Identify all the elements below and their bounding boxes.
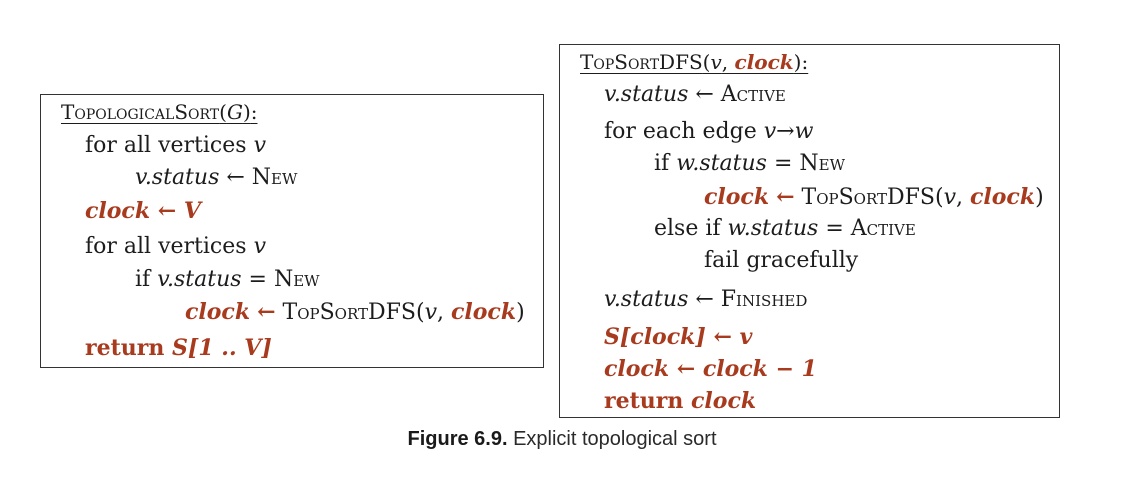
keyword-text: for all vertices <box>85 133 247 158</box>
variable: clock <box>691 388 757 414</box>
variable: v <box>739 324 753 350</box>
figure-caption: Figure 6.9. Explicit topological sort <box>0 428 1124 451</box>
variable: w.status <box>727 216 819 241</box>
procedure-call: TopSortDFS <box>801 185 935 210</box>
algorithm-title: TopSortDFS(v, clock): <box>580 50 809 74</box>
code-line: clock ← TopSortDFS(v, clock) <box>704 184 1044 210</box>
keyword-text: if <box>135 267 151 292</box>
variable: v <box>943 185 956 210</box>
code-line-highlighted: return S[1 .. V] <box>85 335 272 361</box>
assign-arrow: ← <box>157 198 177 224</box>
code-line: clock ← TopSortDFS(v, clock) <box>185 299 525 325</box>
code-line-highlighted: clock ← V <box>85 198 201 224</box>
assign-arrow: ← <box>226 165 245 190</box>
variable: clock <box>85 198 151 224</box>
code-line: v.status ← Finished <box>604 287 807 313</box>
assign-arrow: ← <box>776 184 795 210</box>
variable: S[clock] <box>604 324 706 350</box>
expression: clock − 1 <box>702 356 817 382</box>
return-value: S[1 .. V] <box>172 335 272 361</box>
assign-arrow: ← <box>695 82 714 107</box>
variable: V <box>183 198 201 224</box>
assign-arrow: ← <box>257 299 276 325</box>
assign-arrow: ← <box>713 324 732 350</box>
variable: v <box>424 300 437 325</box>
code-line: v.status ← New <box>135 165 297 191</box>
variable: v <box>253 234 266 259</box>
procedure-arg: clock <box>734 50 794 74</box>
topological-sort-box: TopologicalSort(G): for all vertices v v… <box>40 94 544 368</box>
variable: clock <box>451 299 517 325</box>
keyword-text: fail gracefully <box>704 248 859 273</box>
keyword-text: for each edge <box>604 119 757 144</box>
variable: v.status <box>604 287 689 312</box>
procedure-name: TopologicalSort <box>61 100 220 124</box>
assign-arrow: ← <box>695 287 714 312</box>
procedure-arg: G <box>226 100 243 124</box>
constant: New <box>251 165 298 190</box>
code-line: if w.status = New <box>654 151 846 176</box>
constant: Active <box>720 82 786 107</box>
constant: New <box>273 267 320 292</box>
procedure-arg: v <box>710 50 722 74</box>
variable: v <box>253 133 266 158</box>
procedure-call: TopSortDFS <box>282 300 416 325</box>
keyword-text: for all vertices <box>85 234 247 259</box>
variable: w.status <box>676 151 767 176</box>
code-line-highlighted: clock ← clock − 1 <box>604 356 817 382</box>
variable: v.status <box>135 165 220 190</box>
code-line: else if w.status = Active <box>654 216 916 241</box>
constant: Active <box>850 216 916 241</box>
procedure-name: TopSortDFS <box>580 50 703 74</box>
figure-label: Figure 6.9. <box>407 428 508 450</box>
code-line: for each edge v→w <box>604 119 813 145</box>
keyword-text: else if <box>654 216 721 241</box>
keyword-text: return <box>85 335 165 361</box>
edge: v→w <box>763 119 814 144</box>
constant: New <box>799 151 846 176</box>
code-line: if v.status = New <box>135 267 320 292</box>
code-line: for all vertices v <box>85 133 266 159</box>
code-line: for all vertices v <box>85 234 266 260</box>
code-line: v.status ← Active <box>604 82 786 108</box>
variable: clock <box>185 299 251 325</box>
caption-text: Explicit topological sort <box>513 428 717 450</box>
variable: v.status <box>604 82 689 107</box>
variable: clock <box>604 356 670 382</box>
code-line-highlighted: S[clock] ← v <box>604 324 752 350</box>
keyword-text: return <box>604 388 684 414</box>
topsort-dfs-box: TopSortDFS(v, clock): v.status ← Active … <box>559 44 1060 418</box>
keyword-text: if <box>654 151 670 176</box>
code-line-highlighted: return clock <box>604 388 756 414</box>
constant: Finished <box>720 287 808 312</box>
variable: clock <box>704 184 770 210</box>
code-line: fail gracefully <box>704 248 858 274</box>
assign-arrow: ← <box>676 356 696 382</box>
variable: clock <box>970 184 1036 210</box>
algorithm-title: TopologicalSort(G): <box>61 100 258 124</box>
variable: v.status <box>157 267 242 292</box>
